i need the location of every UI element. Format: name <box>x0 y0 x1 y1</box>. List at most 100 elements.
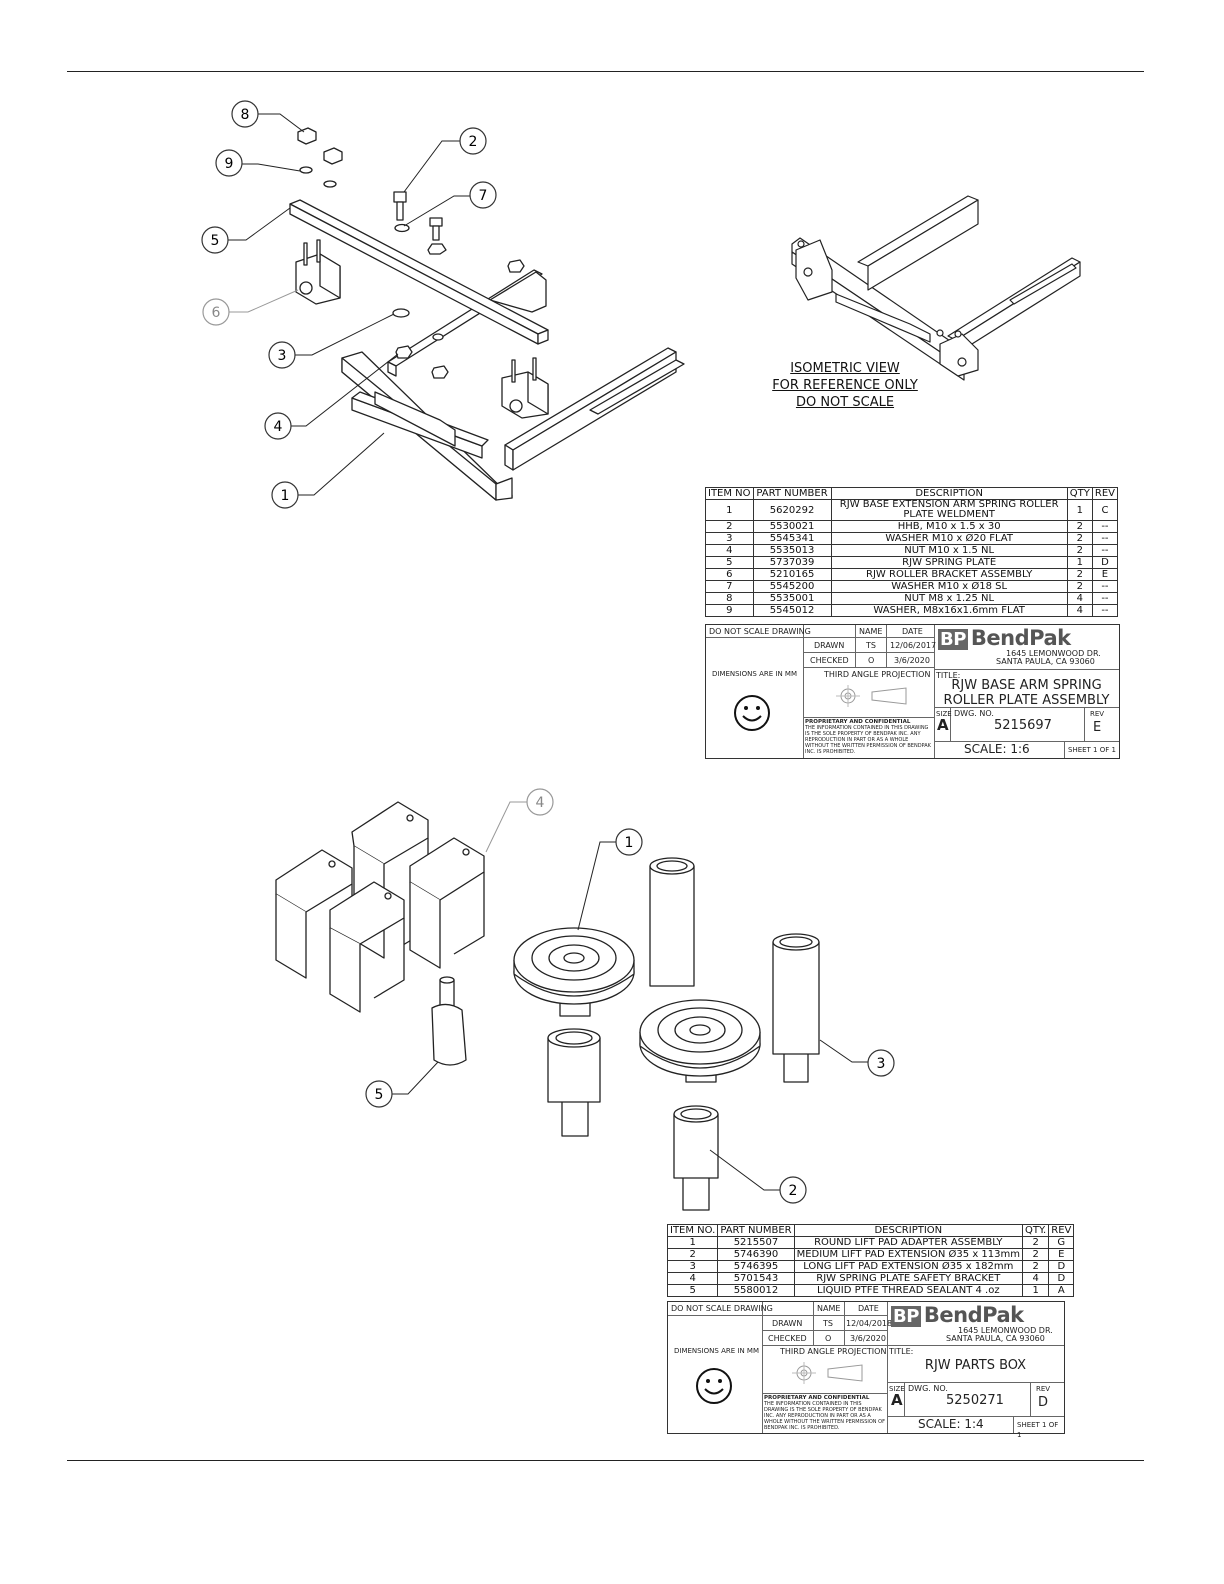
callout-1: 1 <box>625 835 634 851</box>
callout-9: 9 <box>225 156 234 172</box>
bom-cell: D <box>1048 1260 1075 1273</box>
date-header: DATE <box>902 627 923 636</box>
callout-3: 3 <box>877 1056 886 1072</box>
drawn-date: 12/04/2018 <box>846 1319 893 1328</box>
callout-8: 8 <box>241 107 250 123</box>
title-line-2: ROLLER PLATE ASSEMBLY <box>943 693 1110 708</box>
bom-cell: 3 <box>666 1260 719 1273</box>
iso-note-line-1: ISOMETRIC VIEW <box>790 361 900 376</box>
callout-4: 4 <box>536 795 545 811</box>
callout-7: 7 <box>479 188 488 204</box>
dwg-no-label: DWG. NO. <box>908 1384 948 1393</box>
proprietary-title: PROPRIETARY AND CONFIDENTIAL <box>805 719 911 725</box>
long-extension-part <box>649 857 695 987</box>
bom-cell: 5545012 <box>752 604 832 617</box>
proprietary-text: THE INFORMATION CONTAINED IN THIS DRAWIN… <box>764 1401 885 1431</box>
callout-3: 3 <box>278 348 287 364</box>
rev-label: REV <box>1090 710 1105 718</box>
do-not-scale-label: DO NOT SCALE DRAWING <box>709 627 811 636</box>
bom-cell: 1 <box>1021 1284 1050 1297</box>
hardware-parts <box>297 127 525 379</box>
leader-lines-2 <box>392 801 868 1191</box>
bom-column-header: DESCRIPTION <box>793 1224 1024 1237</box>
thread-sealant-part <box>431 976 467 1066</box>
proprietary-text: THE INFORMATION CONTAINED IN THIS DRAWIN… <box>805 725 931 755</box>
callout-2: 2 <box>469 134 478 150</box>
roller-bracket-part <box>295 239 341 305</box>
checked-date: 3/6/2020 <box>894 656 930 665</box>
bom-cell: E <box>1048 1248 1075 1261</box>
rev-value: D <box>1038 1395 1049 1410</box>
proprietary-notice: PROPRIETARY AND CONFIDENTIAL THE INFORMA… <box>764 1395 886 1431</box>
bom-cell: RJW SPRING PLATE SAFETY BRACKET <box>793 1272 1024 1285</box>
leader-lines <box>228 113 470 496</box>
bom-cell: 5701543 <box>717 1272 795 1285</box>
size-value: A <box>937 716 949 734</box>
callout-4: 4 <box>274 419 283 435</box>
address-line-1: 1645 LEMONWOOD DR. <box>1006 649 1101 658</box>
bom-cell: WASHER, M8x16x1.6mm FLAT <box>830 604 1068 617</box>
round-lift-pad-part <box>513 927 635 1017</box>
callout-2: 2 <box>789 1183 798 1199</box>
checked-label: CHECKED <box>768 1334 807 1343</box>
scale-value: SCALE: 1:6 <box>964 742 1030 756</box>
drawn-date: 12/06/2017 <box>890 641 937 650</box>
bom-cell: 5215507 <box>717 1236 795 1249</box>
long-extension-part <box>772 933 820 1083</box>
drawing-title: RJW PARTS BOX <box>887 1358 1064 1373</box>
address-line-2: SANTA PAULA, CA 93060 <box>996 657 1095 666</box>
bom-cell: 5746395 <box>717 1260 795 1273</box>
drawing-2-callouts: 4 1 3 2 5 <box>365 788 895 1204</box>
dwg-no-value: 5250271 <box>946 1393 1004 1408</box>
dimensions-note: DIMENSIONS ARE IN MM <box>712 670 797 678</box>
third-angle-projection-icon <box>792 1362 863 1384</box>
callout-5: 5 <box>375 1087 384 1103</box>
bom-cell: 5 <box>666 1284 719 1297</box>
drawn-label: DRAWN <box>814 641 845 650</box>
bom-cell: 4 <box>666 1272 719 1285</box>
date-header: DATE <box>858 1304 879 1313</box>
size-label: SIZE <box>936 710 952 718</box>
callout-5: 5 <box>211 233 220 249</box>
drawing-1-callouts: 8 9 5 6 3 4 1 2 7 <box>201 100 497 509</box>
bom-cell: D <box>1048 1272 1075 1285</box>
bom-cell: ROUND LIFT PAD ADAPTER ASSEMBLY <box>793 1236 1024 1249</box>
bom-column-header: ITEM NO. <box>666 1224 719 1237</box>
bom-cell: 2 <box>1021 1236 1050 1249</box>
spring-plate-part <box>289 199 549 345</box>
bom-cell: LIQUID PTFE THREAD SEALANT 4 .oz <box>793 1284 1024 1297</box>
bom-cell: G <box>1048 1236 1075 1249</box>
bom-cell: -- <box>1091 604 1119 617</box>
projection-label: THIRD ANGLE PROJECTION <box>780 1347 887 1356</box>
drawn-name: TS <box>823 1319 833 1328</box>
title-label: TITLE: <box>936 671 961 680</box>
bom-column-header: QTY. <box>1021 1224 1050 1237</box>
sheet-value: SHEET 1 OF 1 <box>1017 1421 1059 1439</box>
safety-bracket-part <box>275 849 353 979</box>
callout-1: 1 <box>281 488 290 504</box>
third-angle-projection-icon <box>836 685 907 707</box>
iso-note-line-3: DO NOT SCALE <box>795 395 895 410</box>
callout-6: 6 <box>212 305 221 321</box>
proprietary-notice: PROPRIETARY AND CONFIDENTIAL THE INFORMA… <box>805 719 933 755</box>
bom-column-header: REV <box>1048 1224 1075 1237</box>
scale-value: SCALE: 1:4 <box>918 1417 984 1431</box>
do-not-scale-label: DO NOT SCALE DRAWING <box>671 1304 773 1313</box>
smiley-icon <box>734 695 770 731</box>
bom-cell: 2 <box>1021 1248 1050 1261</box>
medium-extension-part <box>547 1028 601 1137</box>
dwg-no-label: DWG. NO. <box>954 709 994 718</box>
bom-cell: -- <box>1091 580 1119 593</box>
title-block-1: DO NOT SCALE DRAWING NAME DATE DRAWN TS … <box>705 624 1120 759</box>
